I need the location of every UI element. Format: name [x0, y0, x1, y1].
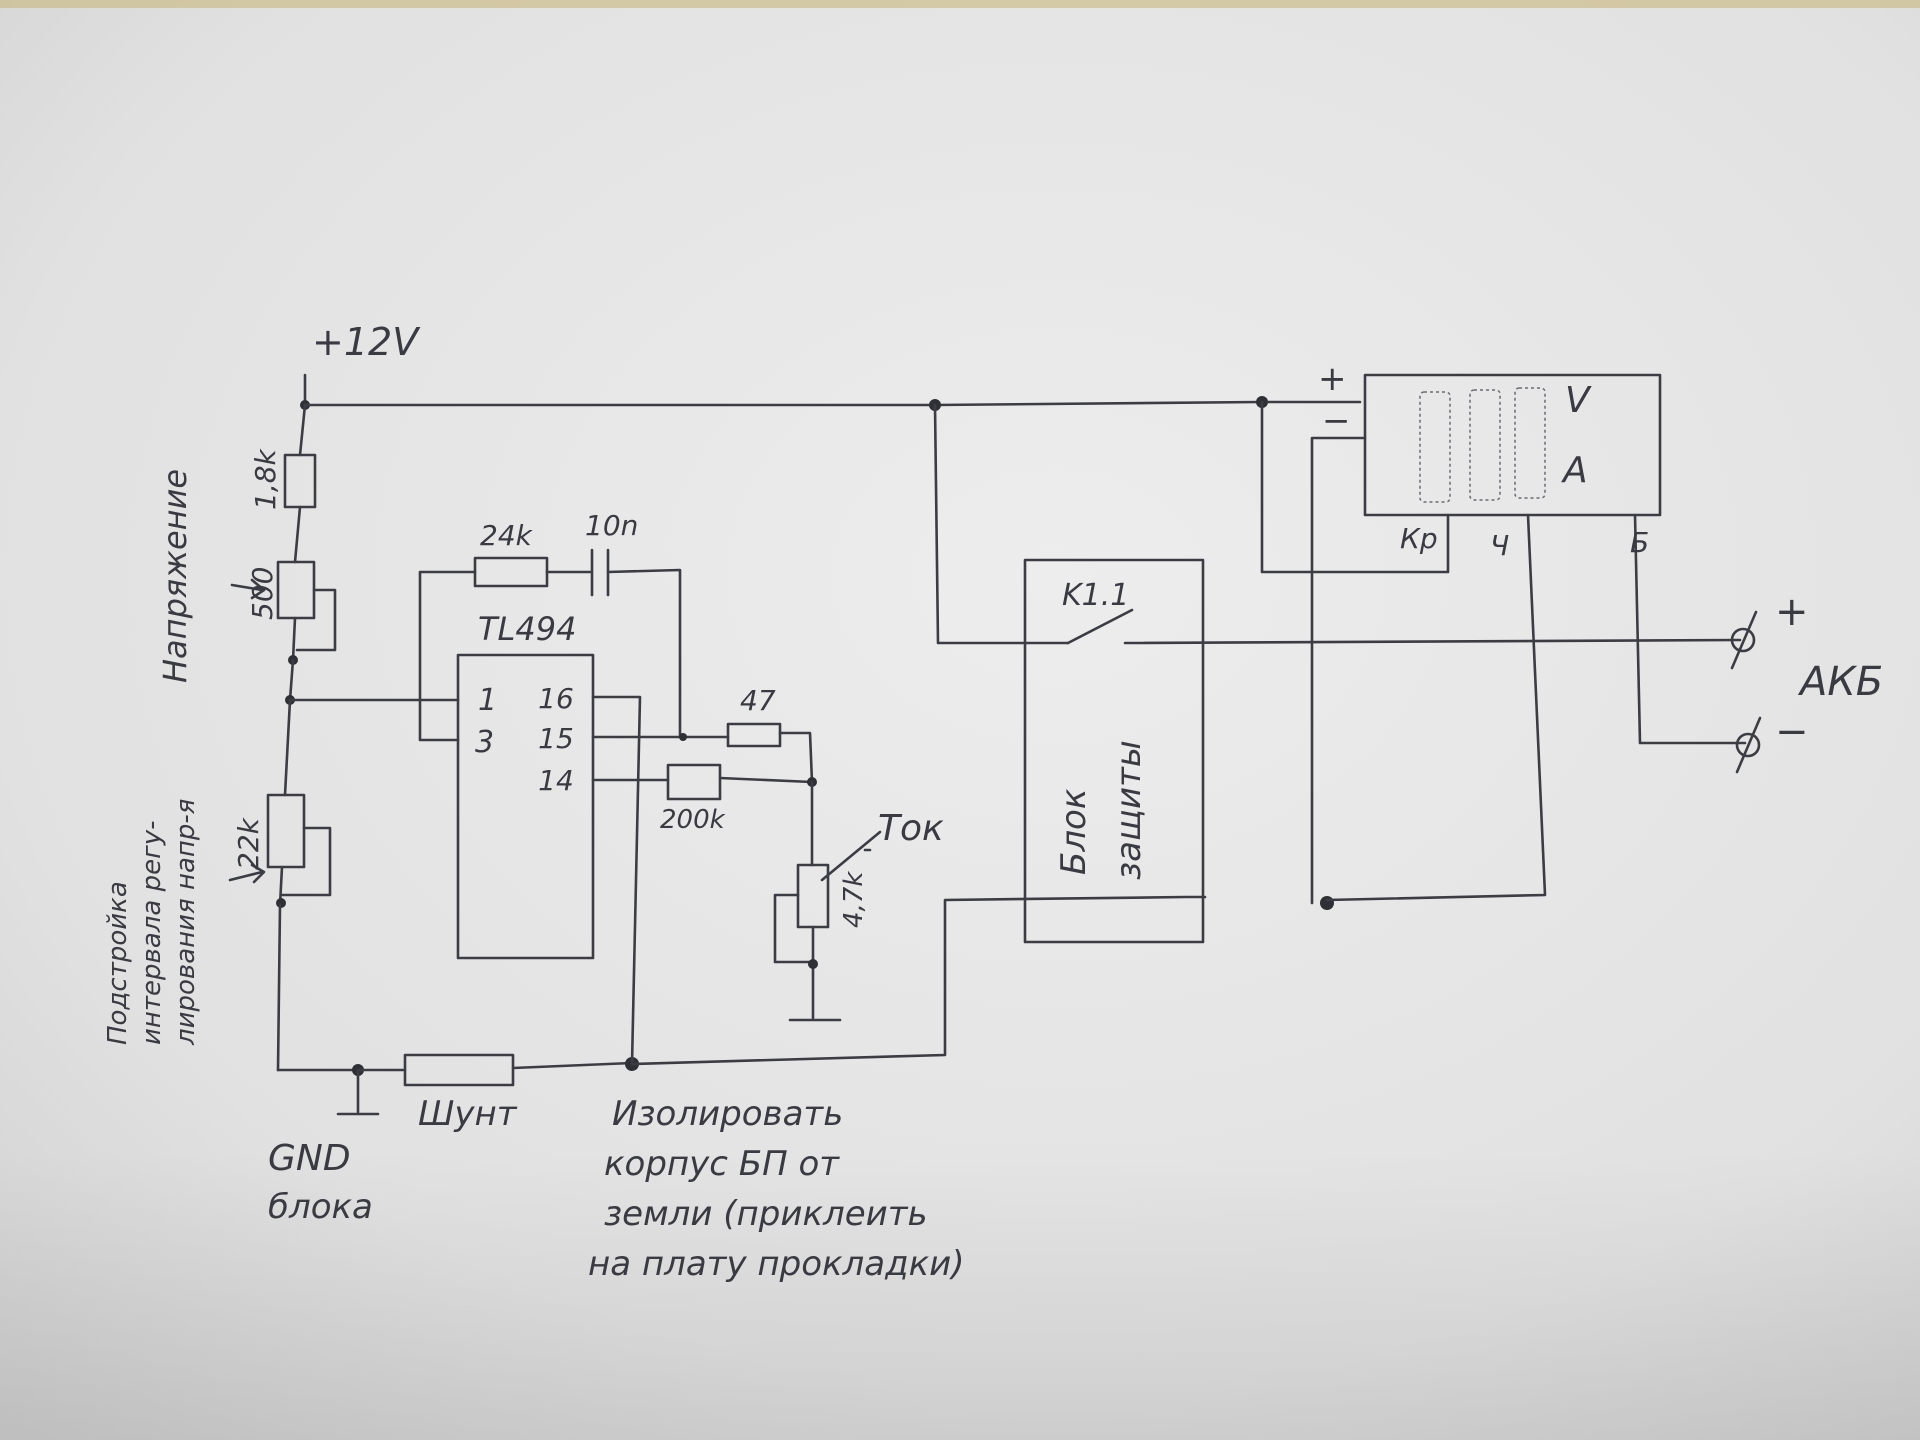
- meter-minus-label: −: [1322, 401, 1351, 441]
- meter-plus-label: +: [1318, 359, 1347, 399]
- paper-shade: [0, 1150, 1920, 1440]
- range-label-line-2: интервала регу-: [137, 820, 167, 1045]
- pot-22k-label: 22k: [232, 816, 265, 870]
- pin-14-label: 14: [538, 764, 574, 797]
- pin-3-label: 3: [475, 725, 494, 760]
- range-label-line-1: Подстройка: [103, 881, 133, 1045]
- gnd-label-line-1: GND: [268, 1138, 351, 1179]
- pot-500-label: 500: [246, 567, 279, 620]
- resistor-200k-label: 200k: [660, 805, 726, 835]
- shunt-resistor: [403, 1053, 515, 1087]
- range-label-line-3: лирования напр-я: [171, 799, 201, 1046]
- gnd-label-line-2: блока: [268, 1187, 373, 1227]
- protection-label-line-2: защиты: [1109, 740, 1149, 880]
- resistor-47: [726, 722, 782, 748]
- meter-a-label: A: [1561, 450, 1588, 491]
- pin-16-label: 16: [538, 682, 574, 715]
- paper-top-edge: [0, 0, 1920, 8]
- left-divider-chain: [228, 373, 1362, 1116]
- note-line-1: Изолировать: [612, 1094, 843, 1134]
- potentiometer-22k: [266, 793, 306, 869]
- resistor-47-label: 47: [740, 684, 776, 717]
- meter-v-label: V: [1565, 380, 1592, 421]
- pin-1-label: 1: [478, 683, 497, 718]
- wire-black-label: Ч: [1490, 529, 1509, 562]
- resistor-1-8k-label: 1,8k: [249, 447, 282, 510]
- terminal-minus-label: −: [1775, 709, 1809, 755]
- pot-4-7k-label: 4,7k: [839, 871, 869, 928]
- note-line-2: корпус БП от: [604, 1144, 840, 1184]
- capacitor-10n-label: 10n: [585, 509, 638, 542]
- current-label: Ток: [878, 808, 944, 849]
- supply-label: +12V: [312, 320, 421, 364]
- resistor-200k: [666, 763, 722, 801]
- terminal-plus-icon: [1730, 627, 1756, 653]
- volt-ampere-meter: [1260, 373, 1747, 910]
- relay-contact-label: K1.1: [1062, 578, 1129, 613]
- protection-label-line-1: Блок: [1054, 788, 1094, 875]
- terminal-minus-icon: [1735, 732, 1761, 758]
- wire-red-label: Кр: [1400, 522, 1438, 555]
- wire-white-label: Б: [1630, 526, 1649, 559]
- battery-terminals: [1730, 610, 1762, 774]
- voltage-label: Напряжение: [156, 469, 194, 683]
- pin-15-label: 15: [538, 722, 574, 755]
- terminal-plus-label: +: [1775, 589, 1809, 635]
- junction-meter-minus: [1320, 896, 1334, 910]
- resistor-24k-label: 24k: [480, 519, 534, 552]
- note-line-4: на плату прокладки): [588, 1244, 965, 1284]
- battery-label: АКБ: [1797, 659, 1883, 705]
- ic-name-label: TL494: [478, 610, 576, 648]
- note-line-3: земли (приклеить: [604, 1194, 928, 1234]
- shunt-label: Шунт: [418, 1094, 518, 1134]
- tl494-chip: [418, 548, 882, 1066]
